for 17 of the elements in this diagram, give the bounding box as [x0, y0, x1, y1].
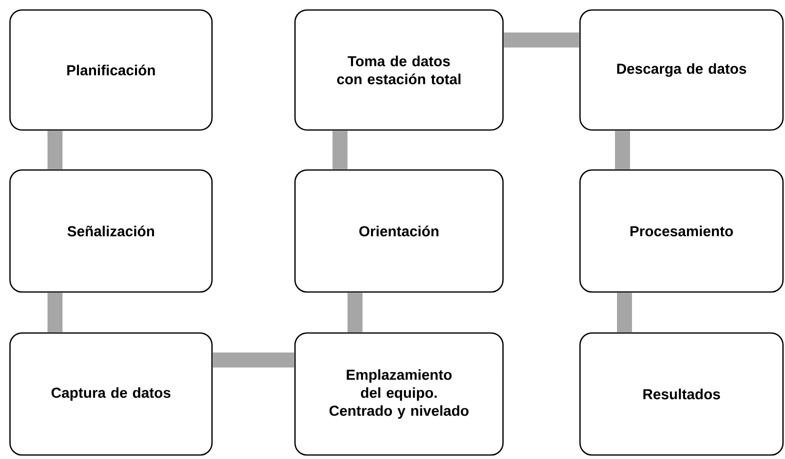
process-box: Resultados: [579, 332, 784, 456]
connector: [348, 292, 362, 332]
connector: [504, 32, 580, 48]
process-box: Toma de datos con estación total: [294, 9, 504, 131]
connector: [48, 130, 62, 170]
connector: [332, 130, 348, 170]
process-box: Captura de datos: [9, 332, 213, 456]
connector: [212, 352, 294, 368]
process-box: Planificación: [9, 9, 213, 131]
process-box: Señalización: [9, 169, 213, 293]
connector: [617, 292, 632, 332]
process-box: Emplazamiento del equipo. Centrado y nivelado: [294, 332, 504, 456]
process-box: Orientación: [294, 169, 504, 293]
process-box: Descarga de datos: [579, 9, 784, 131]
connector: [48, 292, 62, 332]
connector: [615, 130, 630, 170]
process-box: Procesamiento: [579, 169, 784, 293]
